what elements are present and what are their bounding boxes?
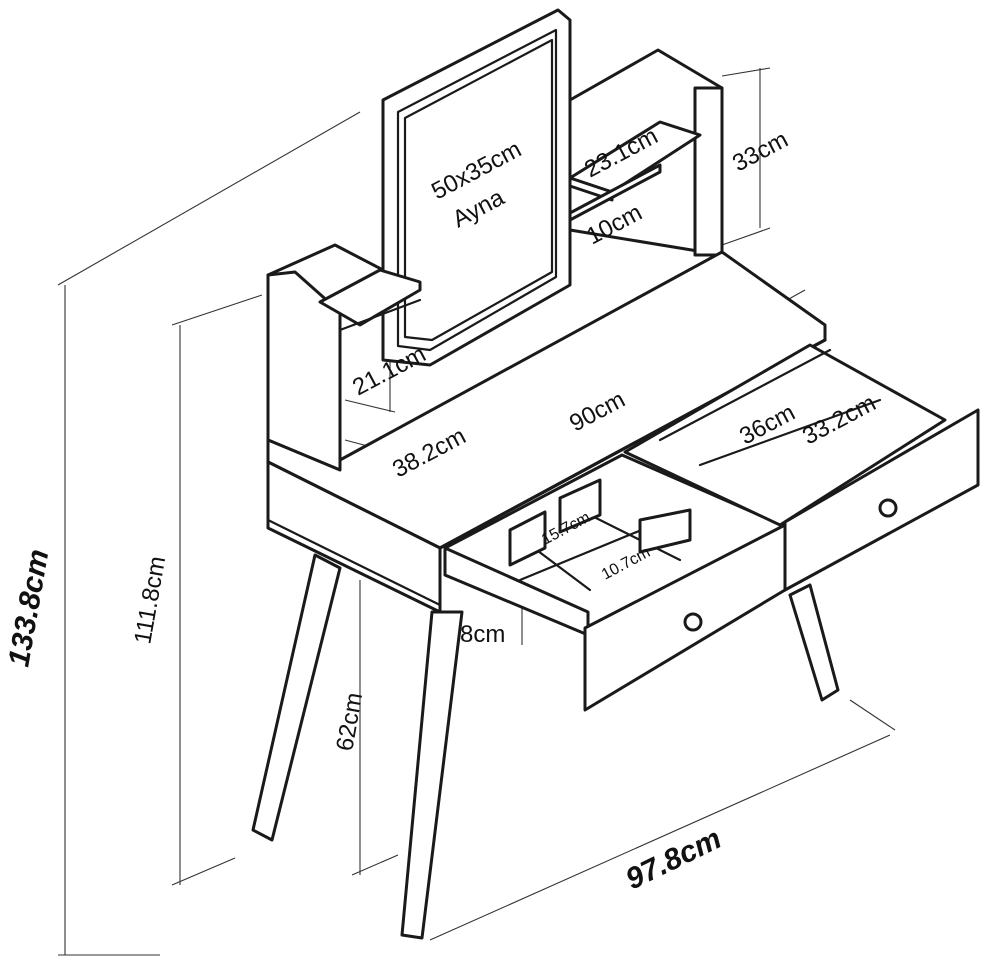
drawer-right-knob-icon[interactable] <box>878 498 898 518</box>
drawer-left <box>443 453 787 712</box>
mid-height-label: 111.8cm <box>129 554 171 646</box>
total-width-label: 97.8cm <box>621 822 727 896</box>
table-top <box>266 250 827 614</box>
drawer-left-knob-icon[interactable] <box>683 612 703 632</box>
hutch-left <box>266 243 422 472</box>
drawer-right <box>623 343 980 592</box>
table-height-label: 62cm <box>331 691 368 753</box>
drawer-height-label: 8cm <box>460 621 505 648</box>
legs <box>251 553 840 940</box>
total-height-label: 133.8cm <box>2 547 55 669</box>
mirror <box>381 8 572 367</box>
